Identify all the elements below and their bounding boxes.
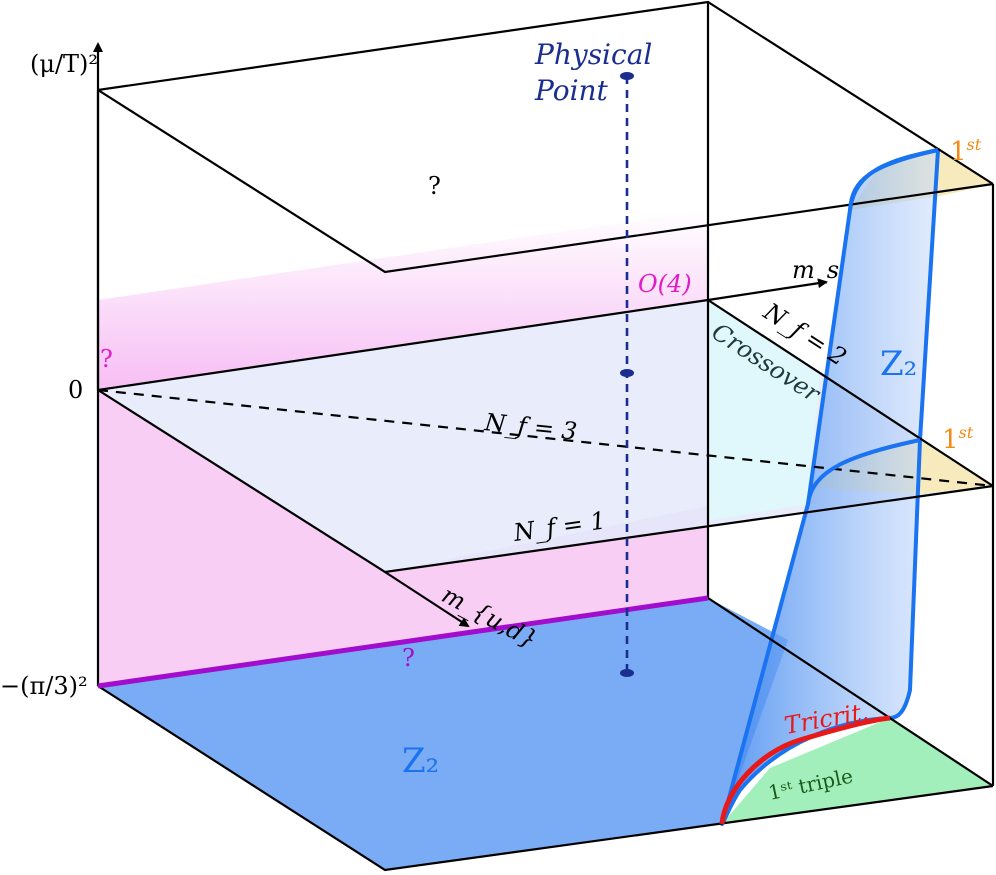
tricritical-curve [719,715,891,825]
blue-floor [98,598,788,870]
question-top: ? [428,172,441,200]
physical-label-line2: Point [534,74,609,107]
question-bottom: ? [402,644,415,672]
triple-region [722,718,993,824]
first-top-label: 1st [950,135,982,167]
pink-left-face [98,390,708,686]
pink-fade-region [98,210,708,390]
ms-label: m_s [792,256,839,284]
question-left: ? [100,345,113,373]
axis-bottom-label: −(π/3)² [0,672,88,700]
physical-point-top-dot [620,72,634,80]
z2-floor-label: Z₂ [402,741,439,781]
axis-zero-label: 0 [68,376,83,404]
z2-surface-outline-mid [806,438,921,505]
nf3-dashed-line [97,388,994,488]
ms-axis-arrow [707,278,828,302]
first-mid-label: 1st [942,423,974,455]
mud-axis-arrow [384,571,470,628]
physical-point-mid-dot [620,369,634,377]
z2-surface-label: Z₂ [880,344,917,384]
physical-label-line1: Physical [534,38,652,71]
axis-vertical-label: (μ/T)² [30,50,98,78]
physical-point-bottom-dot [620,669,634,677]
purple-edge-line [97,595,709,689]
o4-label: O(4) [638,270,692,298]
z2-surface-outline-top [848,148,939,211]
